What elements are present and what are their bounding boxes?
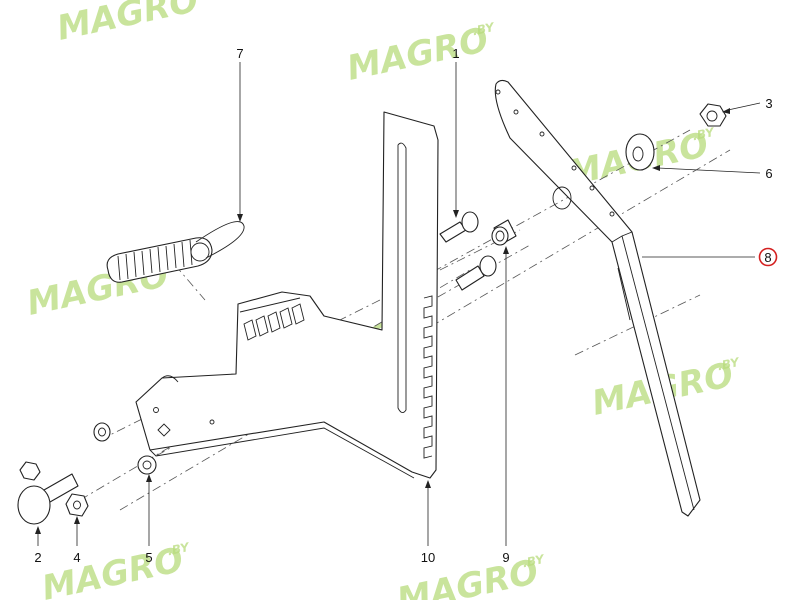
watermark-suffix: .BY (716, 355, 741, 373)
watermark-text: MAGRO (54, 0, 202, 49)
callout-4: 4 (73, 550, 80, 565)
watermark-text: MAGRO (39, 540, 187, 600)
part-7-spring (106, 221, 245, 283)
part-6-washer (625, 133, 655, 171)
callouts: 7 1 3 6 8 2 4 5 10 9 (34, 46, 778, 565)
callout-5: 5 (145, 550, 152, 565)
callout-9: 9 (502, 550, 509, 565)
watermark-text: MAGRO (344, 20, 492, 89)
part-4-nut (65, 493, 89, 517)
part-2-carriage-bolt (17, 461, 79, 525)
callout-2: 2 (34, 550, 41, 565)
watermark-suffix: .BY (521, 552, 546, 570)
callout-3: 3 (765, 96, 772, 111)
callout-6: 6 (765, 166, 772, 181)
callout-7: 7 (236, 46, 243, 61)
watermark-suffix: .BY (166, 540, 191, 558)
callout-1: 1 (452, 46, 459, 61)
watermark-suffix: .BY (471, 20, 496, 38)
watermark-suffix: .BY (691, 125, 716, 143)
callout-10: 10 (421, 550, 435, 565)
part-3-nut (699, 103, 727, 127)
leader-lines (35, 62, 761, 546)
callout-8-highlight-ring (758, 247, 778, 267)
part-8-blade (494, 79, 701, 517)
callout-8: 8 (764, 250, 771, 265)
part-1-bolts (439, 211, 497, 291)
watermark-text: MAGRO (394, 552, 542, 600)
part-10-bracket (135, 111, 439, 479)
part-9-bushing (491, 219, 517, 246)
part-5-washer (93, 422, 157, 475)
